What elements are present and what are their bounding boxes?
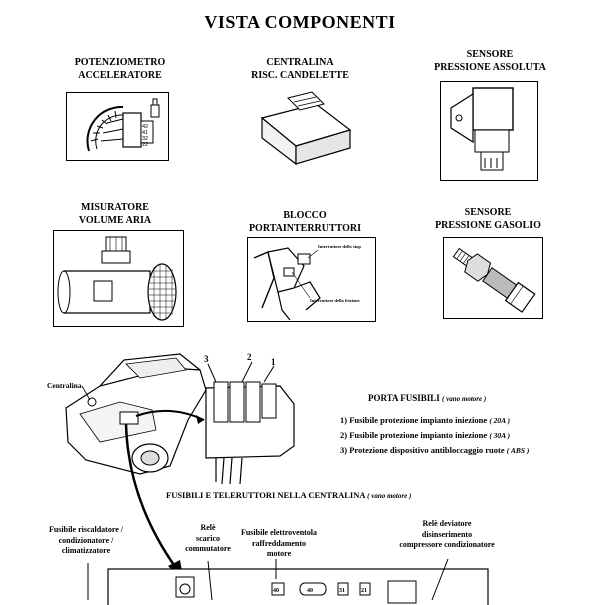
callout-frizione: Interruttore della frizione	[310, 298, 360, 303]
label-centralina-candelette: CENTRALINA RISC. CANDELETTE	[251, 57, 349, 81]
label-potenziometro: POTENZIOMETRO ACCELERATORE	[74, 57, 166, 81]
callout-stop: Interruttore dello stop	[318, 244, 361, 249]
image-car	[60, 350, 210, 480]
fuse-item-3: 3) Protezione dispositivo antibloccaggio…	[340, 445, 530, 455]
image-blocco: Interruttore dello stop Interruttore del…	[247, 237, 376, 322]
caption-fusibile-riscaldatore: Fusibile riscaldatore / condizionatore /…	[48, 525, 124, 555]
fuse-item-2: 2) Fusibile protezione impianto iniezion…	[340, 430, 511, 440]
label-misuratore: MISURATORE VOLUME ARIA	[78, 202, 152, 226]
image-sensore-pressione-assoluta	[440, 81, 538, 181]
caption-rele-scarico: Relè scarico commutatore	[185, 523, 231, 553]
image-sensore-gasolio	[443, 237, 543, 319]
fuse-number-1: 1	[271, 357, 276, 367]
image-misuratore	[53, 230, 184, 327]
fuse-item-1: 1) Fusibile protezione impianto iniezion…	[340, 415, 511, 425]
caption-fusibile-elettroventola: Fusibile elettroventola raffreddamento m…	[240, 528, 318, 558]
image-fuse-box	[130, 360, 305, 490]
image-centralina-candelette	[258, 88, 354, 168]
pot-pin-42: 42	[142, 124, 148, 130]
bottom-number-4: 21	[361, 588, 367, 594]
image-centralina-box: 40 40 31 21	[0, 555, 600, 605]
image-potenziometro: 42 41 32 22	[66, 92, 169, 161]
label-sensore-gasolio: SENSORE PRESSIONE GASOLIO	[435, 207, 541, 231]
pot-pin-41: 41	[142, 130, 148, 136]
bottom-number-3: 31	[339, 588, 345, 594]
bottom-number-1: 40	[273, 588, 279, 594]
porta-fusibili-title: PORTA FUSIBILI ( vano motore )	[368, 393, 487, 403]
label-sensore-pressione-assoluta: SENSORE PRESSIONE ASSOLUTA	[434, 49, 546, 73]
caption-rele-deviatore: Relè deviatore disinserimento compressor…	[399, 519, 495, 549]
fuse-number-2: 2	[247, 352, 252, 362]
centralina-section-title: FUSIBILI E TELERUTTORI NELLA CENTRALINA …	[166, 490, 412, 500]
porta-fusibili-list: 1) Fusibile protezione impianto iniezion…	[340, 413, 600, 458]
pot-pin-32: 32	[142, 136, 148, 142]
label-blocco: BLOCCO PORTAINTERRUTTORI	[248, 210, 362, 234]
label-centralina-car: Centralina	[47, 381, 82, 390]
pot-pin-22: 22	[142, 142, 148, 148]
page-title: VISTA COMPONENTI	[204, 12, 396, 32]
fuse-number-3: 3	[204, 354, 209, 364]
bottom-number-2: 40	[307, 588, 313, 594]
